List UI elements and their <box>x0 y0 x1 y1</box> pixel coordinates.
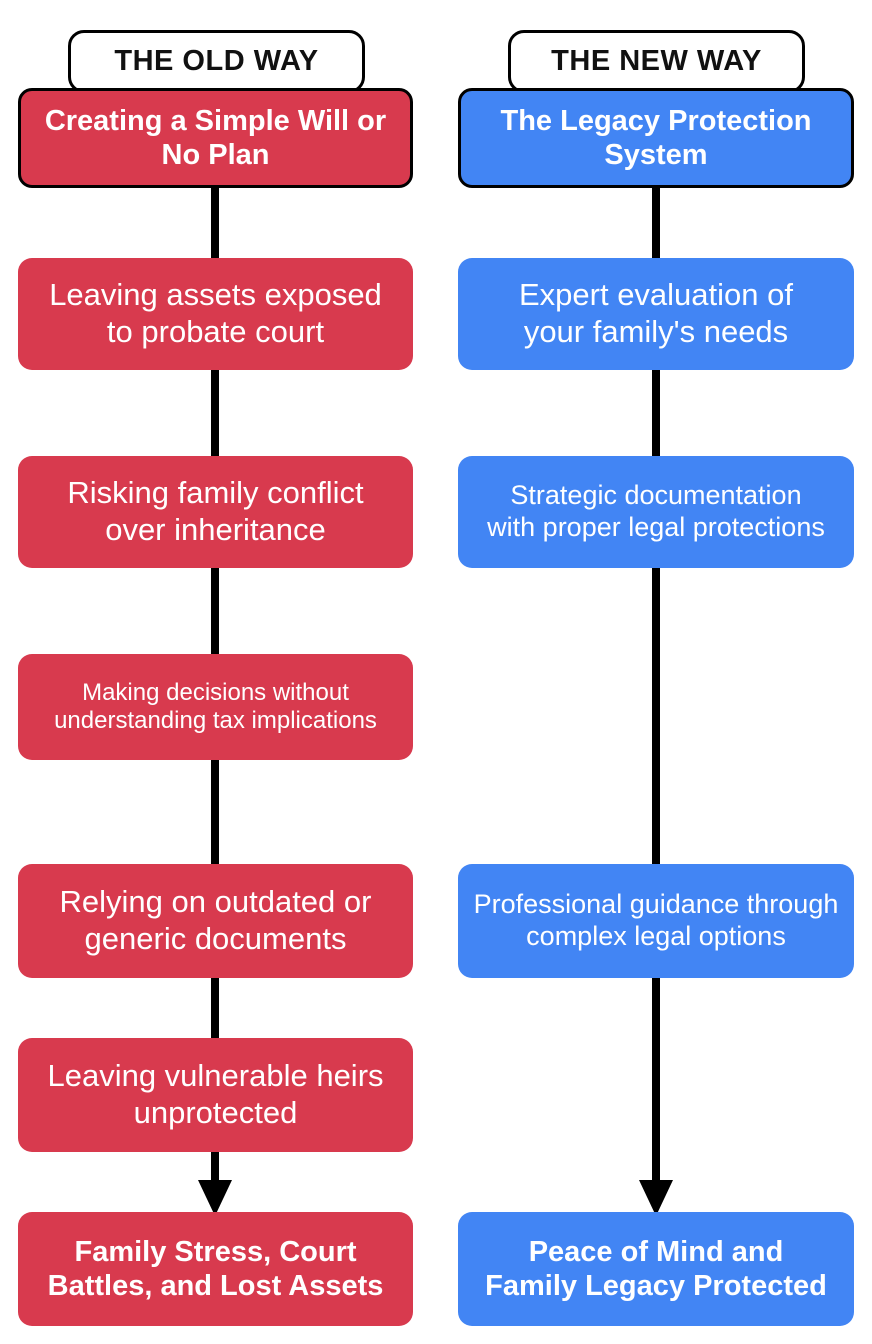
node-old-7-label: Family Stress, Court Battles, and Lost A… <box>47 1235 384 1302</box>
node-new-1[interactable]: The Legacy Protection System <box>458 88 854 188</box>
connector-old-4-5 <box>211 740 219 890</box>
node-old-6-label: Leaving vulnerable heirs unprotected <box>47 1058 384 1130</box>
node-new-3-label: Strategic documentation with proper lega… <box>487 480 825 542</box>
connector-new-3-4 <box>652 550 660 890</box>
header-old-way-label: THE OLD WAY <box>114 45 319 77</box>
arrowhead-old-final <box>198 1180 232 1216</box>
connector-old-6-7 <box>211 1135 219 1200</box>
header-new-way-label: THE NEW WAY <box>551 45 762 77</box>
node-old-4-label: Making decisions without understanding t… <box>54 678 377 734</box>
node-old-7[interactable]: Family Stress, Court Battles, and Lost A… <box>18 1212 413 1326</box>
node-old-6[interactable]: Leaving vulnerable heirs unprotected <box>18 1038 413 1152</box>
connector-old-5-6 <box>211 960 219 1070</box>
node-old-3-label: Risking family conflict over inheritance <box>67 475 364 547</box>
node-new-4-label: Professional guidance through complex le… <box>473 889 839 951</box>
node-old-2[interactable]: Leaving assets exposed to probate court <box>18 258 413 370</box>
node-new-2-label: Expert evaluation of your family's needs <box>518 277 793 349</box>
connector-new-4-5 <box>652 960 660 1200</box>
connector-new-2-3 <box>652 350 660 480</box>
header-new-way: THE NEW WAY <box>508 30 805 93</box>
node-new-3[interactable]: Strategic documentation with proper lega… <box>458 456 854 568</box>
connector-new-1-2 <box>652 150 660 280</box>
node-new-2[interactable]: Expert evaluation of your family's needs <box>458 258 854 370</box>
arrowhead-new-final <box>639 1180 673 1216</box>
connector-old-2-3 <box>211 350 219 480</box>
connector-old-3-4 <box>211 550 219 680</box>
node-new-5-label: Peace of Mind and Family Legacy Protecte… <box>485 1235 827 1302</box>
header-old-way: THE OLD WAY <box>68 30 365 93</box>
node-old-3[interactable]: Risking family conflict over inheritance <box>18 456 413 568</box>
node-new-4[interactable]: Professional guidance through complex le… <box>458 864 854 978</box>
node-new-1-label: The Legacy Protection System <box>500 104 812 171</box>
node-old-5[interactable]: Relying on outdated or generic documents <box>18 864 413 978</box>
node-old-5-label: Relying on outdated or generic documents <box>59 884 372 956</box>
node-old-1[interactable]: Creating a Simple Will or No Plan <box>18 88 413 188</box>
node-old-4[interactable]: Making decisions without understanding t… <box>18 654 413 760</box>
node-new-5[interactable]: Peace of Mind and Family Legacy Protecte… <box>458 1212 854 1326</box>
node-old-1-label: Creating a Simple Will or No Plan <box>44 104 387 171</box>
connector-old-1-2 <box>211 150 219 280</box>
node-old-2-label: Leaving assets exposed to probate court <box>49 277 382 349</box>
